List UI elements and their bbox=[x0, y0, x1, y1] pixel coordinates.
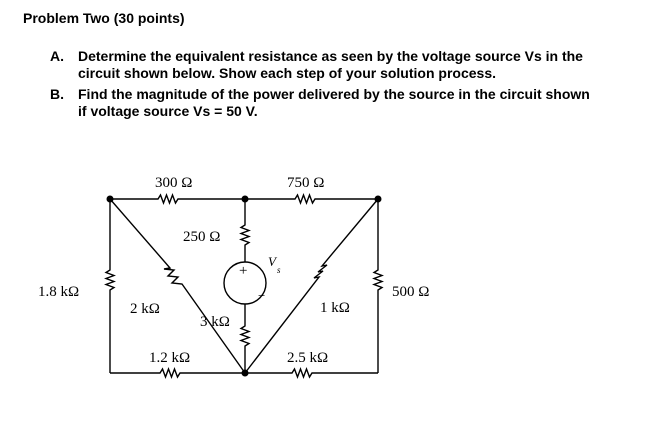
wire-bottom-left bbox=[110, 367, 245, 379]
part-b-line-2: if voltage source Vs = 50 V. bbox=[78, 103, 258, 119]
wire-diag-right bbox=[244, 198, 379, 374]
wire-center-top bbox=[239, 199, 251, 262]
label-250: 250 Ω bbox=[183, 229, 220, 245]
part-a-line-2: circuit shown below. Show each step of y… bbox=[78, 65, 496, 81]
wire-center-bottom bbox=[239, 304, 251, 373]
part-a-line-1: Determine the equivalent resistance as s… bbox=[78, 48, 583, 64]
source-minus: − bbox=[258, 288, 265, 303]
wire-top-left bbox=[110, 193, 245, 205]
label-750: 750 Ω bbox=[287, 175, 324, 191]
problem-title: Problem Two (30 points) bbox=[23, 10, 185, 26]
label-1-2k: 1.2 kΩ bbox=[149, 350, 190, 366]
source-plus: + bbox=[239, 263, 247, 279]
label-3k: 3 kΩ bbox=[200, 314, 230, 330]
node-top-center bbox=[241, 195, 249, 203]
node-bottom-center bbox=[241, 369, 249, 377]
wire-top-right bbox=[245, 193, 378, 205]
label-1-8k: 1.8 kΩ bbox=[38, 284, 79, 300]
voltage-source bbox=[223, 261, 267, 305]
part-b-label: B. bbox=[50, 86, 64, 102]
wire-left bbox=[104, 199, 116, 373]
label-2-5k: 2.5 kΩ bbox=[287, 350, 328, 366]
label-300: 300 Ω bbox=[155, 175, 192, 191]
wire-right bbox=[372, 199, 384, 373]
wire-diag-left bbox=[109, 198, 246, 374]
wire-bottom-right bbox=[245, 367, 378, 379]
node-top-left bbox=[106, 195, 114, 203]
source-label-v: V bbox=[268, 254, 278, 269]
label-500: 500 Ω bbox=[392, 284, 429, 300]
source-label-sub: s bbox=[277, 265, 281, 275]
label-1k: 1 kΩ bbox=[320, 300, 350, 316]
part-b-line-1: Find the magnitude of the power delivere… bbox=[78, 86, 590, 102]
label-2k: 2 kΩ bbox=[130, 301, 160, 317]
part-a-label: A. bbox=[50, 48, 64, 64]
node-top-right bbox=[374, 195, 382, 203]
